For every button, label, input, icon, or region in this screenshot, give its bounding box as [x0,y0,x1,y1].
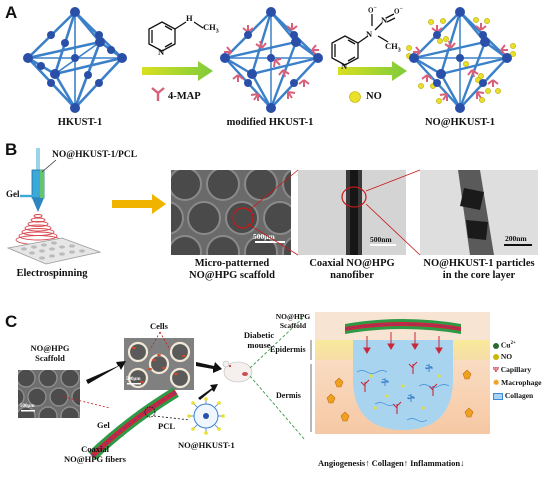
tem-particles-image: 200nm [420,170,538,255]
dermis-label: Dermis [276,391,301,400]
c-mouse-label: Diabetic mouse [234,330,284,350]
sem-scaffold-image: 500μm [171,170,291,255]
legend-cu-sup: 2+ [510,341,516,346]
skin-scaffold-label-1: NO@HPG [275,312,311,321]
macrophage-icon: ✹ [493,378,500,387]
skin-scaffold-label-2: Scaffold [279,321,307,330]
caption-nanofiber: Coaxial NO@HPG nanofiber [294,258,410,282]
c-cells-label: Cells [150,321,168,331]
panel-a-letter: A [5,3,18,22]
methyl-label: CH3 [203,22,219,37]
c-mouse-label-2: mouse [247,340,271,350]
legend-no-text: NO [500,352,513,361]
label-no-hkust: NO@HKUST-1 [424,117,496,128]
c-scaffold-label-2: Scaffold [35,353,65,363]
amine-h-label: H [186,13,193,23]
linker-icon [151,87,165,101]
c-fibers-label: Coaxial NO@HPG fibers [52,444,138,464]
nozzle-label: NO@HKUST-1/PCL [52,150,138,160]
scale-bar-3: 200nm [505,234,527,243]
panel-c-letter: C [5,312,18,331]
c-mouse-label-1: Diabetic [243,330,275,340]
legend-macrophage: ✹ Macrophage [493,379,550,392]
caption-scaffold-1: Micro-patterned [194,258,270,269]
collagen-icon [493,392,503,400]
label-hkust: HKUST-1 [57,117,103,128]
caption-scaffold-2: NO@HPG scaffold [189,270,275,281]
c-gel-label: Gel [97,420,110,430]
nonoate-o1: O− [368,5,377,15]
nonoate-n-label: N [366,29,373,39]
c-cells-image: 500μm [124,338,194,390]
no-dot-icon [493,354,499,361]
c-hkust-label: NO@HKUST-1 [178,440,235,450]
scale-bar-2: 500nm [370,235,392,244]
cu-dot-icon [493,342,499,349]
epidermis-label: Epidermis [270,345,306,354]
c-pcl-label: PCL [158,421,175,431]
outcome-text: Angiogenesis↑ Collagen↑ Inflammation↓ [318,458,465,468]
c-scaffold-image: 500μm [18,370,80,418]
c-fibers-label-1: Coaxial [81,444,109,454]
legend-no: NO [493,353,550,366]
reagent-4map: 4-MAP [168,91,201,102]
electrospinning-label: Electrospinning [16,268,88,279]
legend-cu: Cu2+ [493,340,550,353]
caption-particles-1: NO@HKUST-1 particles [423,258,535,269]
legend-collagen: Collagen [493,392,550,405]
scale-bar-1: 500μm [253,232,275,241]
reagent-no: NO [366,91,382,102]
caption-nanofiber-1: Coaxial NO@HPG [309,258,395,269]
methyl-text: CH [203,22,216,32]
no-ball-icon [349,91,361,103]
pyridine-n-label-2: N [341,61,348,71]
c-scaffold-label: NO@HPG Scaffold [22,343,78,363]
nonoate-n-label-2: N [381,15,388,25]
c-scale-small: 500μm [20,404,35,409]
nonoate-o2: O− [394,6,403,16]
nonoate-molecule [331,13,396,66]
skin-diagram [315,312,490,434]
c-fibers-label-2: NO@HPG fibers [64,454,126,464]
caption-nanofiber-2: nanofiber [330,270,374,281]
skin-scaffold-label: NO@HPG Scaffold [270,312,316,330]
caption-scaffold: Micro-patterned NO@HPG scaffold [166,258,298,282]
c-scale-small-2: 500μm [126,377,141,382]
label-modified-hkust: modified HKUST-1 [226,117,314,128]
panel-b-letter: B [5,140,18,159]
legend-capillary-text: Capillary [500,365,532,374]
pyridine-n-label: N [158,47,165,57]
methyl-sub: 3 [215,28,219,35]
caption-particles-2: in the core layer [442,270,516,281]
legend-cu-text: Cu [500,340,511,350]
nonoate-methyl: CH3 [385,41,401,54]
tem-nanofiber-image: 500nm [298,170,406,255]
c-scaffold-label-1: NO@HPG [30,343,70,353]
legend-capillary: Ψ Capillary [493,366,550,379]
gel-label-b: Gel [6,189,20,199]
legend: Cu2+ NO Ψ Capillary ✹ Macrophage Collage… [493,340,550,405]
caption-particles: NO@HKUST-1 particles in the core layer [412,258,546,282]
4-map-molecule [148,21,204,52]
legend-collagen-text: Collagen [504,391,534,400]
capillary-icon: Ψ [493,365,499,374]
legend-macrophage-text: Macrophage [501,378,542,387]
